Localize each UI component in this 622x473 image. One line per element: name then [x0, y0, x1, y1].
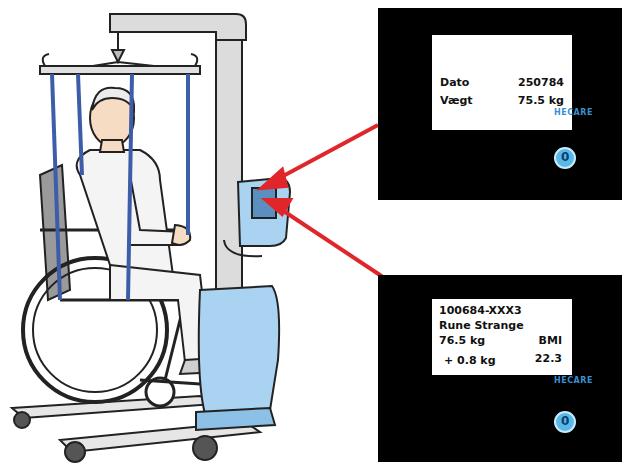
- zero-button: 0: [554, 411, 576, 433]
- display-panel: HECARE Dato 250784Vægt 75.5 kg 0: [378, 8, 622, 200]
- scale-control-box: [196, 178, 290, 430]
- field-label: Vægt: [440, 95, 473, 107]
- patient-name: Rune Strange: [439, 320, 524, 332]
- field-value: 75.5 kg: [518, 95, 564, 107]
- sling-straps: [52, 74, 188, 300]
- brand-label: HECARE: [554, 377, 593, 386]
- sling-hanger: [40, 54, 200, 74]
- bmi-label: BMI: [539, 335, 562, 347]
- weight-value: 76.5 kg: [439, 335, 485, 347]
- brand-label: HECARE: [554, 109, 593, 118]
- button-label: 0: [561, 415, 569, 428]
- field-value: 250784: [518, 77, 564, 89]
- bmi-value: 22.3: [535, 353, 562, 365]
- weight-change: + 0.8 kg: [444, 355, 496, 367]
- display-screen: Dato 250784Vægt 75.5 kg: [432, 35, 572, 130]
- patient-id: 100684-XXX3: [439, 305, 522, 317]
- pointer-arrows: [262, 125, 392, 283]
- zero-button: 0: [554, 147, 576, 169]
- display-panel: HECARE 100684-XXX3Rune Strange 76.5 kg BMI 2…: [378, 275, 622, 462]
- button-label: 0: [561, 151, 569, 164]
- display-screen: 100684-XXX3Rune Strange 76.5 kg BMI 22.3 + 0…: [432, 299, 572, 375]
- field-label: Dato: [440, 77, 469, 89]
